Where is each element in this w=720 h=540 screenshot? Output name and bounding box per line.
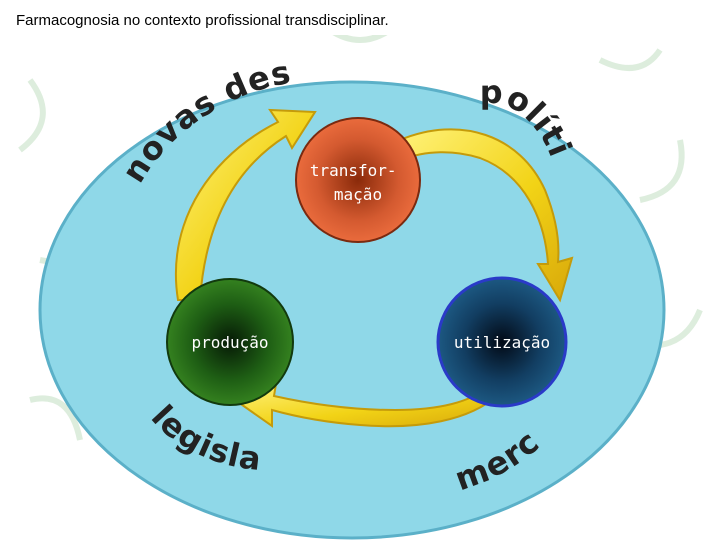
arrow-producao-to-transformacao [174,108,317,301]
svg-text:transfor- mação: transfor- mação [310,161,406,204]
node-utilizacao [436,276,568,408]
node-transformacao-line1: transfor- [310,161,397,180]
node-transformacao [295,117,421,243]
node-producao-label: produção [191,333,268,352]
page-title: Farmacognosia no contexto profissional t… [0,0,403,35]
node-utilizacao-label: utilização [454,333,550,352]
arrow-transformacao-to-utilizacao [398,128,574,303]
node-transformacao-line2: mação [334,185,382,204]
node-producao [166,278,294,406]
